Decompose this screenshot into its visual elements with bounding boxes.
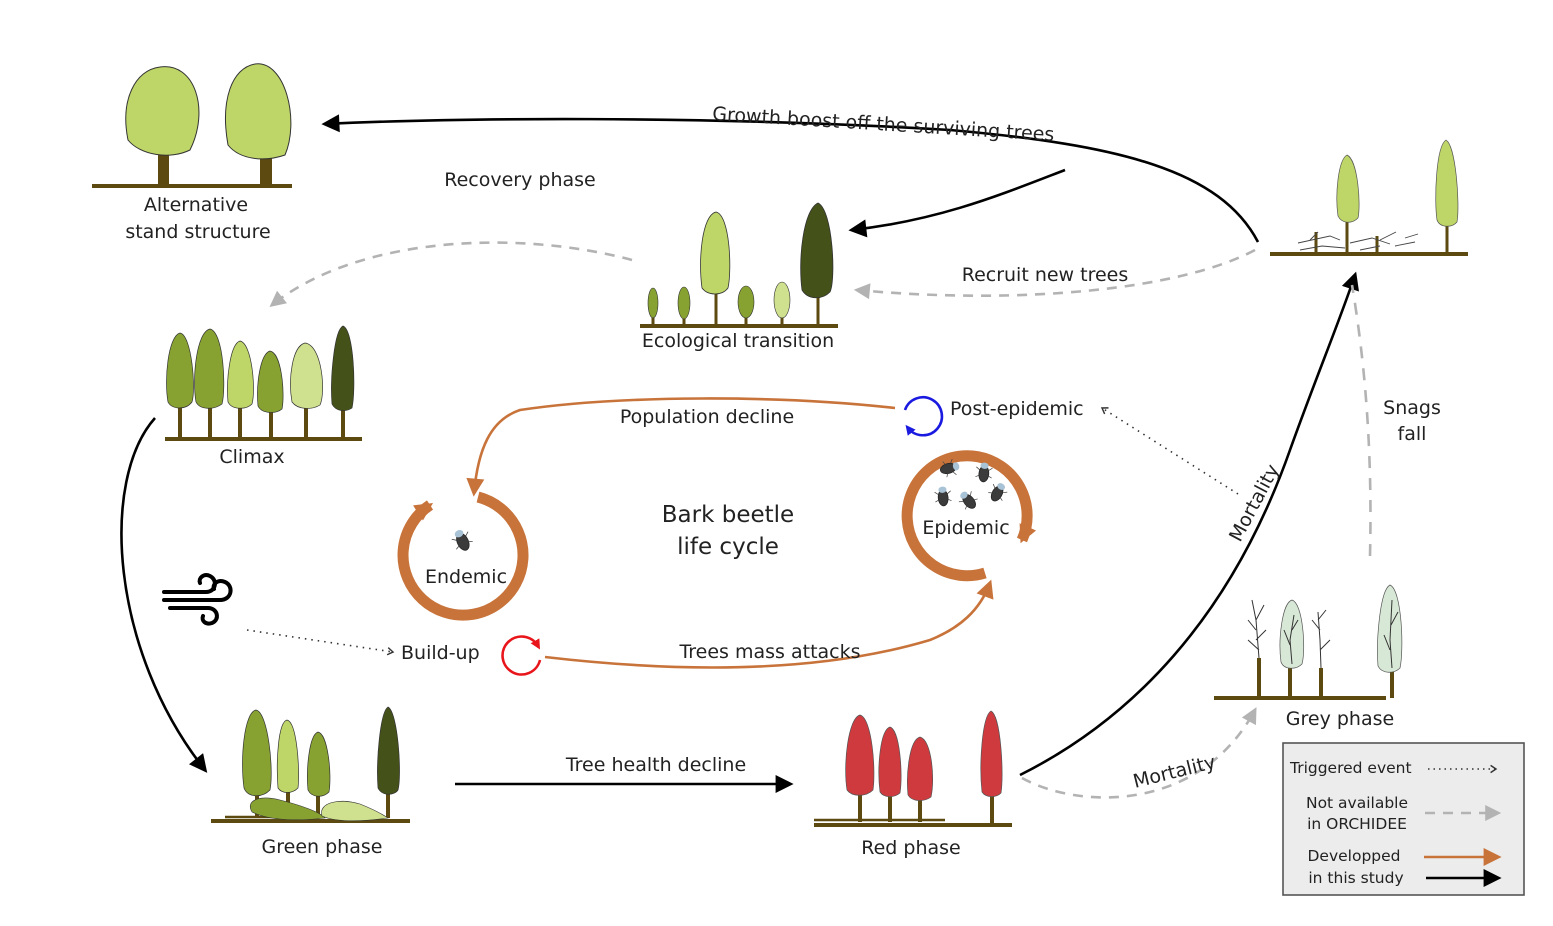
alternative-label-line2: stand structure — [125, 221, 270, 243]
epidemic-loop — [901, 450, 1037, 582]
snags-label-line2: fall — [1398, 423, 1427, 445]
climax-to-green-arrow — [120, 417, 208, 773]
mass-attacks-arrow — [544, 579, 994, 669]
mass-attacks-label: Trees mass attacks — [678, 641, 860, 663]
stage-grey-phase: Grey phase — [1214, 584, 1403, 730]
legend-developped-line2: in this study — [1308, 869, 1403, 887]
climax-label: Climax — [219, 446, 284, 468]
stage-climax: Climax — [165, 325, 362, 468]
stage-green-phase: Green phase — [211, 706, 410, 858]
growth-boost-arrow — [321, 114, 1260, 243]
grey-phase-label: Grey phase — [1286, 708, 1394, 730]
endemic-loop — [397, 491, 529, 621]
endemic-label: Endemic — [425, 566, 507, 588]
stage-red-phase: Red phase — [814, 710, 1012, 859]
buildup-loop — [501, 635, 542, 676]
post-epidemic-loop — [903, 396, 944, 437]
green-phase-label: Green phase — [262, 836, 383, 858]
mortality-grey-arrow — [1021, 707, 1257, 799]
stage-ecological-transition: Ecological transition — [640, 202, 838, 352]
epidemic-label: Epidemic — [922, 517, 1009, 539]
cycle-center-line1: Bark beetle — [662, 502, 794, 528]
build-up-label: Build-up — [401, 642, 480, 664]
stage-alternative: Alternative stand structure — [92, 63, 292, 243]
triggered-buildup-arrow — [246, 629, 395, 656]
population-decline-label: Population decline — [620, 406, 794, 428]
recruit-arrow — [853, 248, 1256, 300]
beetle-icon — [448, 526, 476, 555]
mortality-grey-label: Mortality — [1131, 751, 1218, 793]
recruit-label: Recruit new trees — [962, 264, 1129, 286]
recovery-arrow — [269, 241, 633, 307]
snags-fall-arrow — [1350, 284, 1372, 557]
alternative-label-line1: Alternative — [144, 194, 248, 216]
legend: Triggered event Not available in ORCHIDE… — [1282, 742, 1525, 896]
red-phase-label: Red phase — [861, 837, 960, 859]
recovery-label: Recovery phase — [444, 169, 595, 191]
triggered-post-epidemic-arrow — [1100, 407, 1239, 495]
snags-label-line1: Snags — [1383, 397, 1441, 419]
legend-triggered-label: Triggered event — [1289, 759, 1412, 777]
cycle-center-line2: life cycle — [677, 534, 779, 560]
growth-boost-branch-arrow — [848, 168, 1066, 238]
post-epidemic-label: Post-epidemic — [950, 398, 1084, 420]
growth-boost-label: Growth boost off the surviving trees — [712, 103, 1055, 146]
legend-not-available-line1: Not available — [1306, 794, 1408, 812]
wind-icon — [162, 573, 233, 626]
tree-health-label: Tree health decline — [565, 754, 746, 776]
population-decline-arrow — [466, 397, 896, 497]
ecological-label: Ecological transition — [642, 330, 834, 352]
legend-not-available-line2: in ORCHIDEE — [1307, 815, 1407, 833]
mortality-main-arrow — [1019, 271, 1359, 777]
stage-post-disturbance — [1270, 139, 1468, 256]
legend-developped-line1: Developped — [1307, 847, 1400, 865]
